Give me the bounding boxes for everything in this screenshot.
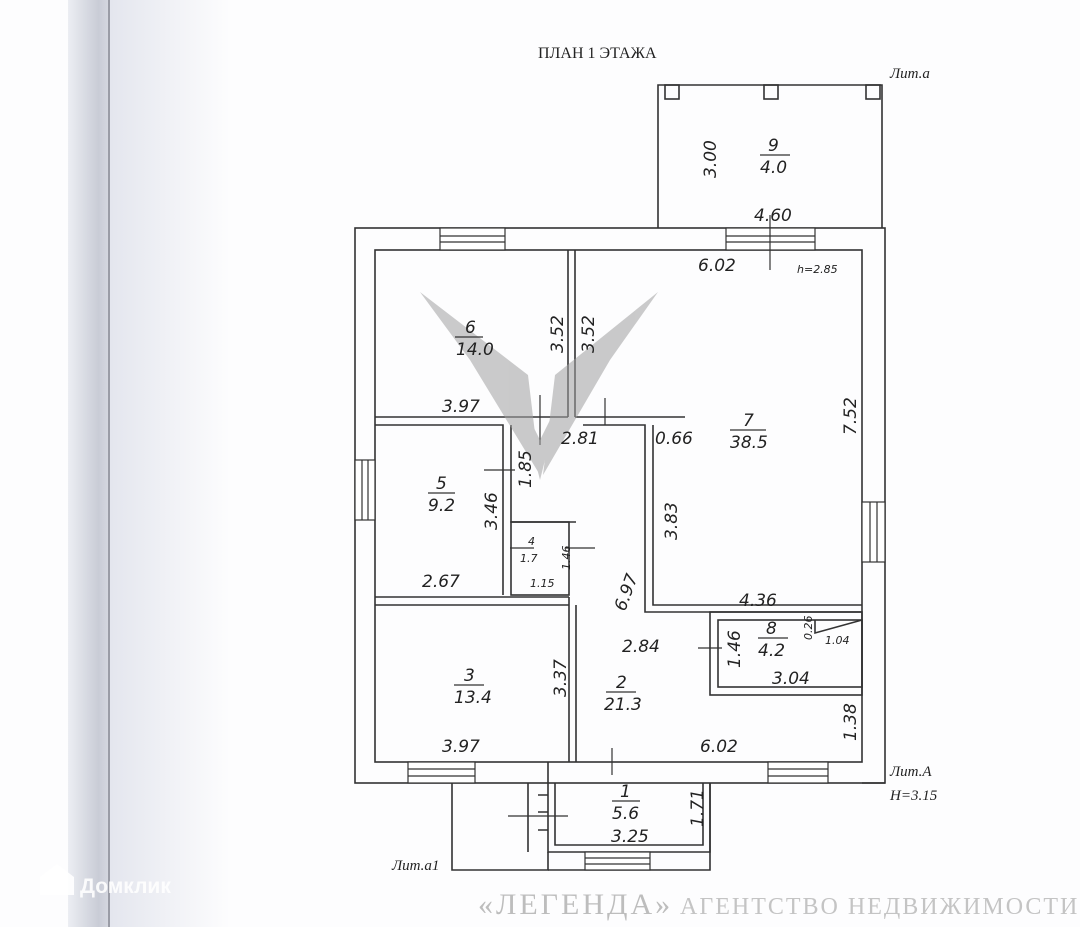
room-labels (428, 154, 790, 802)
balcony-post (763, 84, 779, 100)
plan-title: ПЛАН 1 ЭТАЖА (538, 45, 657, 62)
dimension: 3.97 (442, 397, 480, 417)
dimension: 0.26 (802, 616, 815, 641)
room-number: 1 (620, 782, 631, 802)
watermark-line1: «ЛЕГЕНДА» (478, 888, 673, 921)
label-lit-a: Лит.а (889, 66, 930, 82)
room-area: 4.0 (760, 158, 787, 178)
brand-watermark: Домклик (40, 864, 171, 898)
walls (354, 84, 886, 871)
room-area: 21.3 (604, 695, 642, 715)
room-number: 6 (465, 318, 476, 338)
room-area: 5.6 (612, 804, 639, 824)
room-area: 38.5 (730, 433, 768, 453)
dimension: 1.46 (725, 630, 745, 668)
room-area: 13.4 (454, 688, 492, 708)
label-lit-a1: Лит.а1 (391, 858, 439, 874)
scan-shade (110, 0, 230, 927)
window (407, 761, 476, 784)
dimension: 3.52 (579, 315, 599, 353)
dimension: 1.04 (825, 634, 850, 647)
dimension: 4.36 (739, 591, 777, 611)
balcony-post (664, 84, 680, 100)
ceiling-height: h=2.85 (797, 263, 838, 276)
axis-ticks (484, 215, 771, 817)
window (861, 501, 886, 563)
brand-name: Домклик (80, 875, 171, 898)
dimension: 6.02 (700, 737, 738, 757)
window (767, 761, 829, 784)
room-number: 5 (436, 474, 447, 494)
room-number: 4 (528, 535, 535, 548)
room-number: 8 (766, 619, 777, 639)
rooms: 15.6 221.3 313.4 4 1.7 59.2 614.0 738.5 8… (428, 136, 787, 824)
dimension-porch-width: 3.25 (611, 827, 649, 847)
dimension: 3.97 (442, 737, 480, 757)
dimension: 3.83 (662, 502, 682, 540)
room-area: 1.7 (520, 552, 538, 565)
scan-binding-shadow (68, 0, 112, 927)
window (584, 851, 651, 871)
dimension: 3.46 (482, 492, 502, 530)
watermark-line2: АГЕНТСТВО НЕДВИЖИМОСТИ (680, 894, 1079, 920)
dimension: 0.66 (655, 429, 693, 449)
scan-page-edge (108, 0, 110, 927)
dimension: 2.84 (622, 637, 660, 657)
dimension: 1.85 (516, 450, 536, 488)
dimension: 3.52 (548, 315, 568, 353)
room-number: 7 (743, 411, 754, 431)
windows (354, 227, 886, 871)
dimension: 1.46 (560, 546, 573, 571)
room-area: 4.2 (758, 641, 785, 661)
balcony-post (865, 84, 881, 100)
room-number: 9 (768, 136, 779, 156)
label-height: H=3.15 (889, 788, 938, 804)
dimension: 1.15 (530, 577, 555, 590)
dimension: 7.52 (841, 397, 861, 435)
dimension: 6.97 (611, 571, 643, 614)
dimension: 2.81 (561, 429, 599, 449)
dimension: 2.67 (422, 572, 460, 592)
dimension: 3.04 (772, 669, 810, 689)
window (439, 227, 506, 251)
room-area: 14.0 (456, 340, 494, 360)
window (354, 459, 376, 521)
dimension: 3.00 (701, 140, 721, 178)
room-number: 2 (616, 673, 627, 693)
room-area: 9.2 (428, 496, 455, 516)
label-lit-A: Лит.А (889, 764, 932, 780)
house-icon (40, 864, 74, 895)
dimension: 1.71 (688, 789, 708, 827)
dimension: 1.38 (841, 703, 861, 741)
room-number: 3 (464, 666, 475, 686)
dimensions: 3.00 4.60 6.02 3.52 3.52 3.97 2.81 0.66 … (422, 140, 861, 847)
dimension: 4.60 (754, 206, 792, 226)
dimension: 3.37 (551, 659, 571, 697)
watermark-logo (420, 292, 658, 480)
dimension: 6.02 (698, 256, 736, 276)
